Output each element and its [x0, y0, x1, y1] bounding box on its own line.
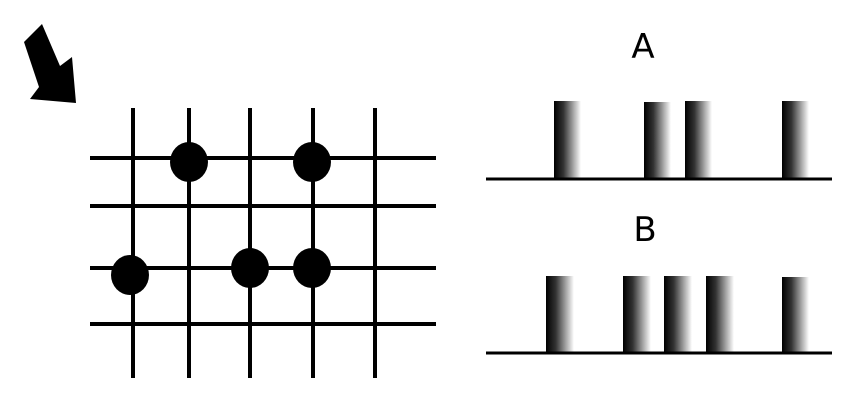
profile-b-bar	[623, 276, 651, 353]
grid-dot	[293, 248, 331, 288]
grid-dot	[170, 142, 208, 182]
profile-a-bar	[782, 101, 809, 179]
panel-a-label: A	[631, 27, 654, 67]
profile-a-bar	[554, 101, 581, 179]
grid	[90, 108, 436, 378]
grid-dots	[111, 142, 331, 295]
profile-b-bar	[706, 276, 734, 353]
panel-b-label: B	[633, 210, 656, 250]
profile-b-bar	[664, 276, 692, 353]
arrow-down-right-icon	[24, 24, 76, 103]
profile-b-bar	[782, 277, 809, 353]
grid-dot	[293, 142, 331, 182]
grid-dot	[111, 255, 149, 295]
profile-a	[486, 101, 832, 181]
profile-b-bar	[546, 276, 574, 353]
profile-a-bar	[644, 102, 671, 179]
profile-a-bar	[685, 101, 712, 179]
grid-dot	[231, 248, 269, 288]
profile-b	[486, 276, 832, 355]
